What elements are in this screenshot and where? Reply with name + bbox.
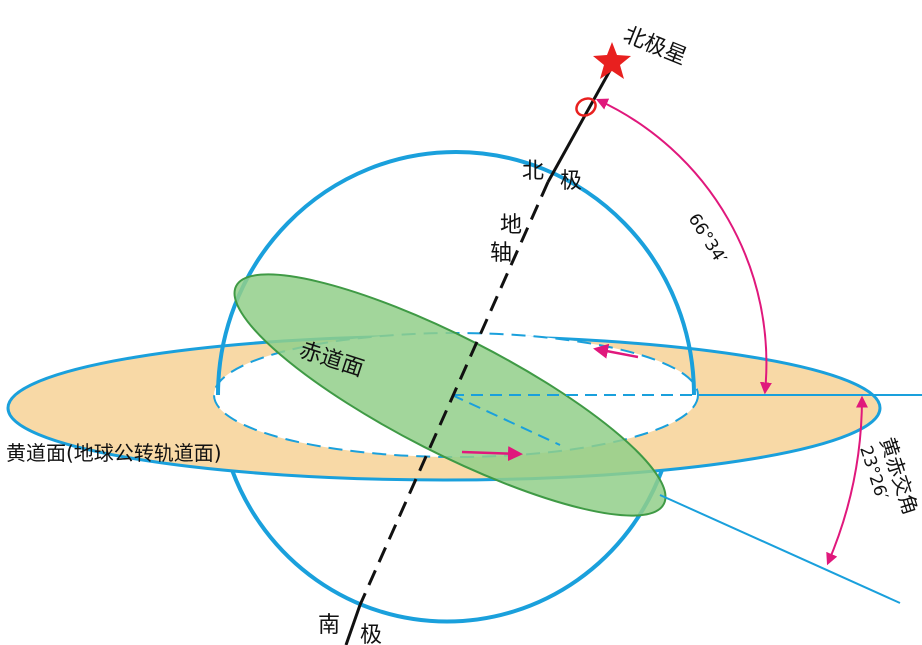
south-pole-label-ji: 极 [360, 623, 382, 645]
earth-axis-north [546, 64, 615, 183]
axis-label-di: 地 [500, 213, 522, 238]
globe-lower-arc [230, 469, 664, 624]
angle-arc-23-26 [826, 395, 868, 566]
earth-axis-dashed [358, 181, 550, 606]
revolution-arrow-back [593, 343, 639, 359]
polaris-label: 北极星 [620, 22, 691, 70]
north-pole-label-ji: 极 [560, 169, 582, 194]
rotation-ellipse-icon [575, 97, 597, 117]
revolution-arrow-front [461, 446, 523, 462]
angle-arc-66-34 [595, 98, 772, 395]
south-pole-label-nan: 南 [318, 613, 340, 638]
equator-radius-line [451, 394, 561, 446]
equator-reference-line [659, 494, 901, 604]
red-star-icon [593, 42, 631, 79]
angle-66-34-label: 66°34′ [684, 210, 731, 268]
axis-label-zhou: 轴 [490, 241, 512, 266]
ecliptic-plane-label: 黄道面(地球公转轨道面) [6, 441, 222, 465]
north-pole-label-bei: 北 [522, 159, 544, 184]
earth-axis-south [344, 604, 362, 645]
